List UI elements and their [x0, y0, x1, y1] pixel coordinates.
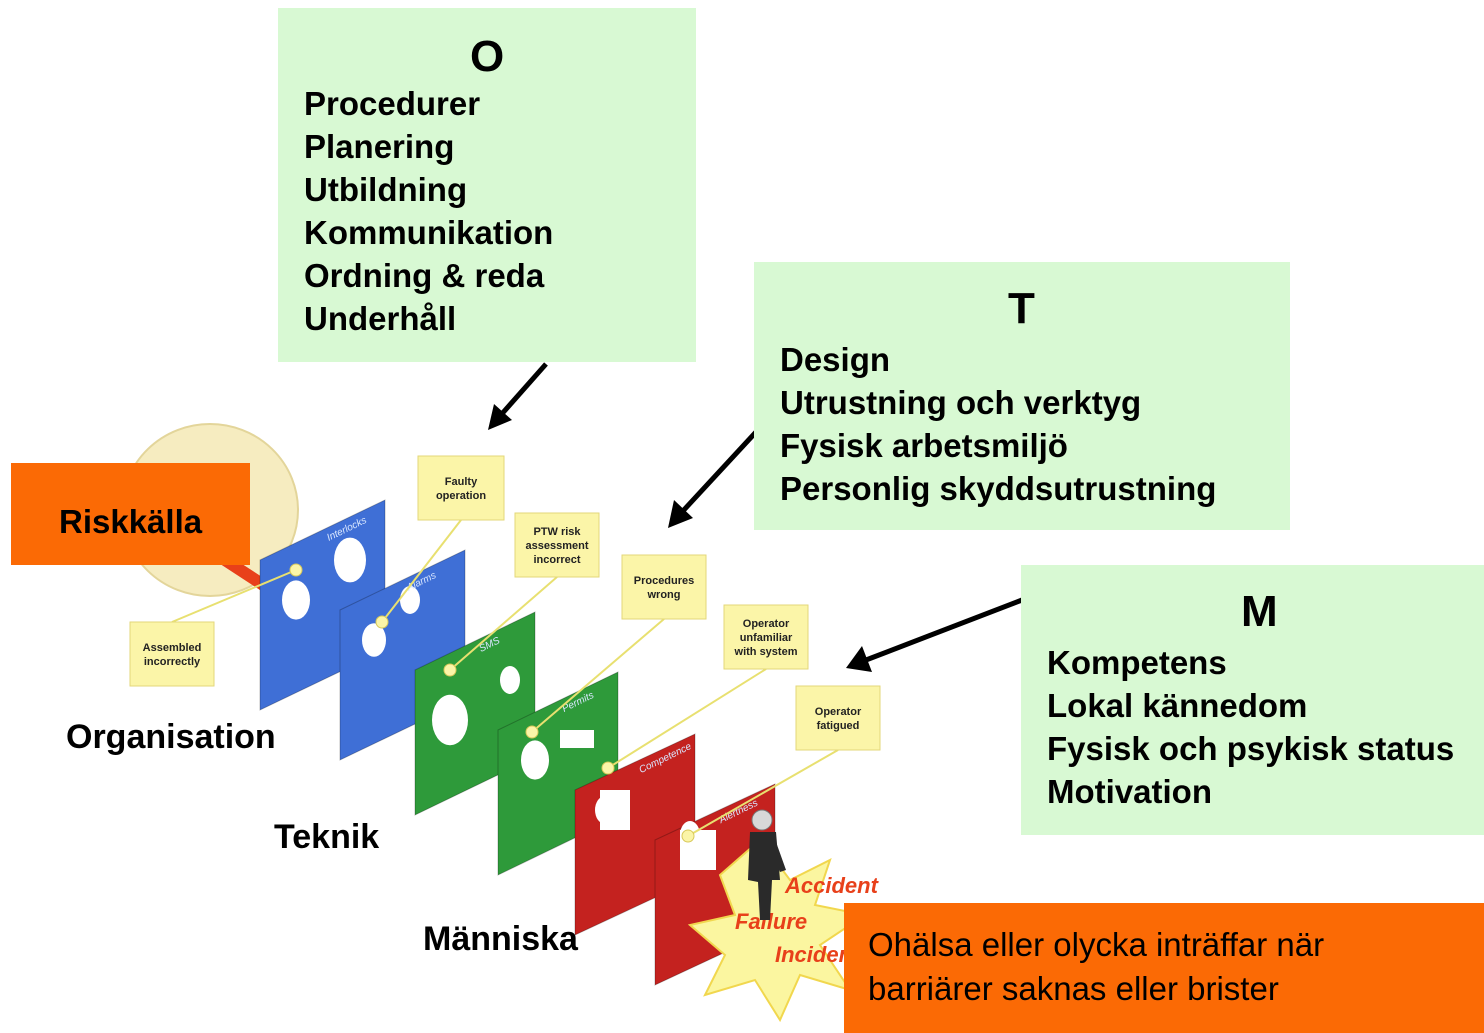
human-factor: Lokal kännedom [1047, 687, 1308, 724]
organisation-factor: Procedurer [304, 85, 481, 122]
sticky-note-line: fatigued [817, 720, 860, 732]
organisation-factor: Kommunikation [304, 214, 554, 251]
technology-factor: Fysisk arbetsmiljö [780, 427, 1068, 464]
sticky-note: Operator fatigued [681, 685, 881, 843]
sticky-note-line: incorrect [533, 554, 580, 566]
technology-factor: Personlig skyddsutrustning [780, 470, 1217, 507]
outcome-line-1: Ohälsa eller olycka inträffar när [868, 926, 1325, 963]
organisation-factor: Planering [304, 128, 455, 165]
human-factor: Motivation [1047, 773, 1212, 810]
plate-hole [560, 730, 594, 748]
technology-factor: Utrustning och verktyg [780, 384, 1142, 421]
burst-word-accident: Accident [784, 873, 880, 898]
sticky-note: Assembled incorrectly [129, 563, 303, 687]
human-factor: Fysisk och psykisk status [1047, 730, 1455, 767]
sticky-note-line: Operator [815, 706, 862, 718]
plate-hole [334, 537, 366, 583]
plate-hole [500, 666, 520, 694]
sticky-note-line: operation [436, 490, 486, 502]
organisation-factor: Utbildning [304, 171, 468, 208]
organisation-factors-list: Procedurer Planering Utbildning Kommunik… [304, 82, 553, 340]
outcome-line-2: barriärer saknas eller brister [868, 970, 1279, 1007]
sticky-note-line: incorrectly [144, 656, 201, 668]
accident-burst [687, 838, 868, 1023]
burst-word-failure: Failure [735, 909, 807, 934]
outcome-banner: Ohälsa eller olycka inträffar när barriä… [844, 903, 1484, 1033]
sticky-note: Faulty operation [375, 455, 505, 629]
technology-factors-box: T Design Utrustning och verktyg Fysisk a… [754, 262, 1290, 530]
organisation-letter: O [470, 32, 505, 81]
sticky-note: Operator unfamiliar with system [601, 604, 809, 775]
sticky-note-line: wrong [647, 589, 681, 601]
sticky-note-line: Operator [743, 618, 790, 630]
human-factors-list: Kompetens Lokal kännedom Fysisk och psyk… [1047, 641, 1454, 813]
sticky-note-line: assessment [526, 540, 589, 552]
technology-factor: Design [780, 341, 891, 378]
technology-factors-list: Design Utrustning och verktyg Fysisk arb… [780, 338, 1216, 510]
sticky-note-line: with system [734, 646, 798, 658]
sticky-note-line: Procedures [634, 575, 695, 587]
organisation-factors-box: O Procedurer Planering Utbildning Kommun… [278, 8, 696, 362]
sticky-note-line: PTW risk [533, 526, 581, 538]
technology-letter: T [1008, 284, 1035, 333]
sticky-note-line: Faulty [445, 476, 478, 488]
plate-hole [362, 623, 386, 657]
worker-figure [748, 809, 786, 920]
sticky-note-line: unfamiliar [740, 632, 793, 644]
risk-source-banner: Riskkälla [11, 463, 250, 565]
layer-label-organisation: Organisation [66, 718, 276, 756]
arrow-o [488, 362, 548, 430]
plate-hole [521, 740, 549, 780]
plate-hole [432, 694, 468, 746]
plate-hole [600, 790, 630, 830]
arrow-m [846, 597, 1023, 672]
risk-source-label: Riskkälla [59, 503, 203, 540]
sticky-note: PTW risk assessment incorrect [443, 512, 600, 677]
sticky-note: Procedures wrong [525, 554, 707, 739]
organisation-factor: Ordning & reda [304, 257, 545, 294]
human-factors-box: M Kompetens Lokal kännedom Fysisk och ps… [1021, 565, 1484, 835]
plate-hole [282, 580, 310, 620]
human-factor: Kompetens [1047, 644, 1227, 681]
arrow-t [668, 430, 758, 528]
organisation-factor: Underhåll [304, 300, 457, 337]
layer-label-technology: Teknik [274, 818, 380, 856]
layer-label-human: Människa [423, 920, 578, 958]
sticky-note-line: Assembled [143, 642, 202, 654]
human-letter: M [1241, 587, 1278, 636]
